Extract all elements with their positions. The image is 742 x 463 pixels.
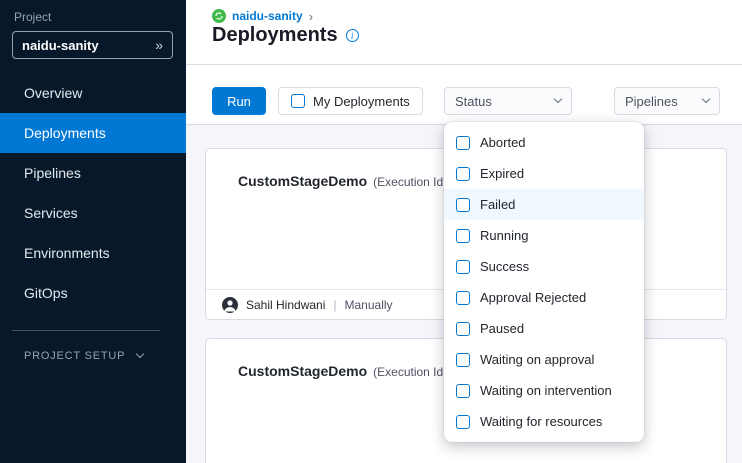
status-option-waiting-on-intervention[interactable]: Waiting on intervention	[444, 375, 644, 406]
checkbox-icon[interactable]	[456, 415, 470, 429]
checkbox-icon[interactable]	[456, 322, 470, 336]
sidebar-nav: OverviewDeploymentsPipelinesServicesEnvi…	[0, 73, 186, 313]
pipelines-filter-dropdown[interactable]: Pipelines	[614, 87, 720, 115]
run-button[interactable]: Run	[212, 87, 266, 115]
status-option-failed[interactable]: Failed	[444, 189, 644, 220]
my-deployments-label: My Deployments	[313, 94, 410, 109]
sidebar-item-environments[interactable]: Environments	[0, 233, 186, 273]
page-title: Deployments	[212, 24, 338, 47]
sidebar: Project naidu-sanity » OverviewDeploymen…	[0, 0, 186, 463]
checkbox-icon[interactable]	[456, 291, 470, 305]
checkbox-icon[interactable]	[456, 384, 470, 398]
status-option-label: Expired	[480, 166, 524, 181]
my-deployments-toggle[interactable]: My Deployments	[278, 87, 423, 115]
chevron-down-icon	[554, 95, 562, 103]
chevron-down-icon	[136, 350, 144, 358]
execution-id-text: (Execution Id	[373, 175, 443, 189]
status-option-label: Waiting for resources	[480, 414, 602, 429]
status-option-label: Failed	[480, 197, 515, 212]
status-option-waiting-for-resources[interactable]: Waiting for resources	[444, 406, 644, 437]
status-option-label: Aborted	[480, 135, 526, 150]
status-option-expired[interactable]: Expired	[444, 158, 644, 189]
trigger-user: Sahil Hindwani	[246, 298, 325, 312]
status-option-label: Paused	[480, 321, 524, 336]
sidebar-item-deployments[interactable]: Deployments	[0, 113, 186, 153]
status-option-label: Waiting on approval	[480, 352, 594, 367]
status-filter-dropdown[interactable]: Status	[444, 87, 572, 115]
sidebar-item-overview[interactable]: Overview	[0, 73, 186, 113]
chevron-right-icon: ›	[309, 10, 313, 23]
checkbox-icon[interactable]	[456, 198, 470, 212]
pipeline-name[interactable]: CustomStageDemo	[238, 173, 367, 189]
status-option-running[interactable]: Running	[444, 220, 644, 251]
status-menu: AbortedExpiredFailedRunningSuccessApprov…	[444, 122, 644, 442]
checkbox-icon[interactable]	[456, 260, 470, 274]
status-option-label: Waiting on intervention	[480, 383, 612, 398]
status-option-success[interactable]: Success	[444, 251, 644, 282]
header-divider	[186, 64, 742, 65]
project-selector[interactable]: naidu-sanity »	[12, 31, 173, 59]
sidebar-item-gitops[interactable]: GitOps	[0, 273, 186, 313]
checkbox-icon[interactable]	[456, 229, 470, 243]
sidebar-item-services[interactable]: Services	[0, 193, 186, 233]
double-chevron-icon[interactable]: »	[155, 37, 163, 53]
checkbox-icon[interactable]	[291, 94, 305, 108]
page-title-row: Deployments i	[212, 24, 359, 47]
status-option-label: Approval Rejected	[480, 290, 586, 305]
project-selector-value: naidu-sanity	[22, 38, 99, 53]
main-panel: naidu-sanity › Deployments i Run My Depl…	[186, 0, 742, 463]
trigger-type: Manually	[345, 298, 393, 312]
status-option-label: Success	[480, 259, 529, 274]
pipelines-filter-label: Pipelines	[625, 94, 678, 109]
status-option-aborted[interactable]: Aborted	[444, 127, 644, 158]
cd-module-icon	[212, 9, 226, 23]
sidebar-divider	[12, 330, 160, 331]
sidebar-item-pipelines[interactable]: Pipelines	[0, 153, 186, 193]
checkbox-icon[interactable]	[456, 167, 470, 181]
status-option-paused[interactable]: Paused	[444, 313, 644, 344]
avatar	[222, 297, 238, 313]
project-label: Project	[14, 10, 51, 24]
breadcrumb-project-link[interactable]: naidu-sanity	[232, 9, 303, 23]
status-filter-label: Status	[455, 94, 492, 109]
execution-id-text: (Execution Id	[373, 365, 443, 379]
checkbox-icon[interactable]	[456, 353, 470, 367]
footer-separator: |	[333, 298, 336, 312]
status-option-approval-rejected[interactable]: Approval Rejected	[444, 282, 644, 313]
info-icon[interactable]: i	[346, 29, 359, 42]
status-option-label: Running	[480, 228, 528, 243]
checkbox-icon[interactable]	[456, 136, 470, 150]
project-setup-label: PROJECT SETUP	[24, 350, 125, 362]
chevron-down-icon	[702, 95, 710, 103]
breadcrumb: naidu-sanity ›	[212, 9, 313, 23]
status-option-waiting-on-approval[interactable]: Waiting on approval	[444, 344, 644, 375]
pipeline-name[interactable]: CustomStageDemo	[238, 363, 367, 379]
sidebar-item-project-setup[interactable]: PROJECT SETUP	[24, 350, 143, 362]
